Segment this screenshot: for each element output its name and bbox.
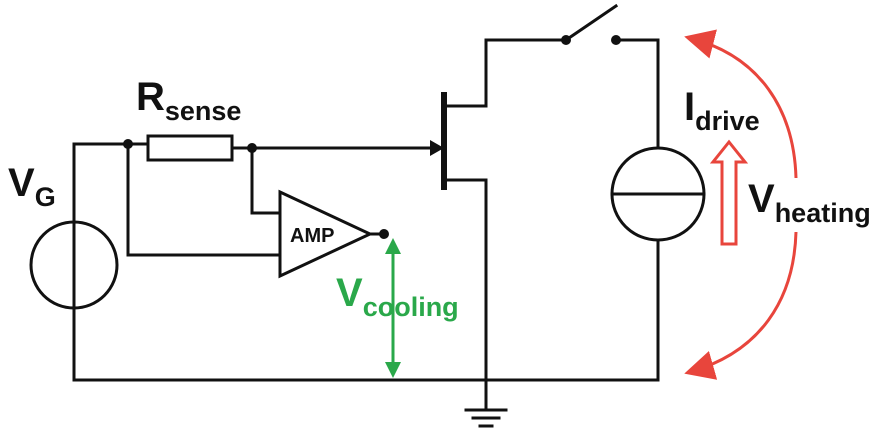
amp-output-node	[379, 229, 389, 239]
rsense-resistor	[146, 134, 234, 162]
amp-triangle	[278, 189, 374, 279]
amp-minus-wire	[126, 142, 282, 257]
vg-label: VG	[8, 161, 56, 212]
gate-arrow	[430, 140, 444, 156]
vheating-arc-bottom	[684, 231, 798, 380]
amp-label: AMP	[290, 225, 334, 247]
vheating-label: Vheating	[748, 177, 871, 228]
idrive-arrow	[709, 139, 749, 246]
idrive-label: Idrive	[684, 85, 760, 136]
vcooling-arrow-down	[385, 362, 401, 378]
drain-wire	[444, 38, 568, 108]
source-wire	[444, 178, 488, 412]
vg-top-wire	[72, 142, 150, 224]
switch-to-source-wire	[614, 38, 660, 150]
vheating-arc-top	[684, 29, 798, 179]
switch-blade	[563, 3, 619, 43]
amp-plus-wire	[250, 146, 282, 215]
rsense-label: Rsense	[136, 75, 241, 126]
vcooling-label: Vcooling	[336, 271, 459, 322]
vcooling-arrow-up	[385, 238, 401, 254]
